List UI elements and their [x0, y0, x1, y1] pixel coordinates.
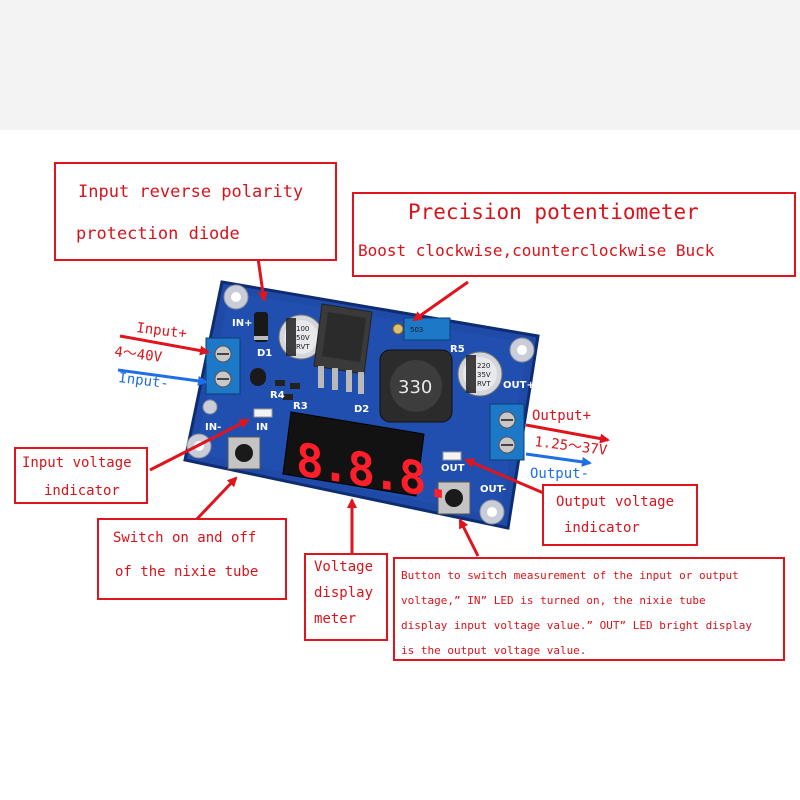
- inductor: 330: [379, 349, 453, 423]
- input-terminal-block: [205, 337, 241, 395]
- pot-text-1: 503: [410, 326, 423, 334]
- button-callout-line1: Button to switch measurement of the inpu…: [401, 569, 739, 582]
- pot-leader-arrow: [412, 280, 469, 322]
- protection-diode: [254, 312, 268, 342]
- potentiometer-callout: Precision potentiometer Boost clockwise,…: [352, 192, 796, 277]
- cap1-text-1: 100: [296, 325, 309, 333]
- diode-callout-line1: Input reverse polarity: [78, 182, 304, 202]
- in-led-leader-arrow: [149, 418, 250, 472]
- smd-resistor: [283, 394, 293, 400]
- input-plus-arrow: [119, 334, 210, 356]
- output-minus-arrow: [525, 452, 592, 467]
- precision-potentiometer: 503: [392, 317, 451, 341]
- in-led: [253, 408, 273, 418]
- display-power-switch: [227, 436, 261, 470]
- silk-out-minus: OUT-: [480, 484, 506, 495]
- meter-callout-line2: display: [314, 585, 374, 601]
- meter-callout-line3: meter: [314, 611, 357, 627]
- out-led-callout-line1: Output voltage: [556, 494, 675, 510]
- button-callout-line3: display input voltage value.” OUT” LED b…: [401, 619, 752, 632]
- diode-leader-arrow: [256, 257, 268, 302]
- in-led-callout-line2: indicator: [44, 483, 120, 499]
- switch-leader-arrow: [194, 476, 238, 522]
- button-leader-arrow: [458, 518, 480, 557]
- voltage-display: 8.8.8.: [282, 411, 450, 510]
- switch-callout-line2: of the nixie tube: [115, 564, 259, 580]
- measure-select-button: [437, 481, 471, 515]
- cap2-text-1: 220: [477, 362, 490, 370]
- smd-resistor: [275, 380, 285, 386]
- diode-callout: Input reverse polarity protection diode: [54, 162, 337, 261]
- output-plus-arrow: [525, 423, 610, 444]
- diode-ref-label: D1: [257, 348, 272, 359]
- output-led-callout: Output voltage indicator: [542, 484, 698, 546]
- diode-callout-line2: protection diode: [76, 224, 240, 244]
- r4-ref-label: R4: [270, 390, 285, 401]
- r3-ref-label: R3: [293, 401, 308, 412]
- top-shade: [0, 0, 800, 130]
- switch-callout: Switch on and off of the nixie tube: [97, 518, 287, 600]
- button-callout: Button to switch measurement of the inpu…: [393, 557, 785, 661]
- voltage-meter-callout: Voltage display meter: [304, 553, 388, 641]
- output-minus-label: Output-: [530, 466, 589, 482]
- out-led-callout-line2: indicator: [564, 520, 640, 536]
- input-capacitor: 100 50V RVT: [278, 314, 324, 360]
- output-capacitor: 220 35V RVT: [457, 351, 503, 397]
- silk-in-plus: IN+: [232, 318, 252, 329]
- out-led: [442, 451, 462, 461]
- button-callout-line2: voltage,” IN” LED is turned on, the nixi…: [401, 594, 706, 607]
- meter-callout-line1: Voltage: [314, 559, 374, 575]
- output-plus-label: Output+: [532, 408, 591, 424]
- switch-callout-line1: Switch on and off: [113, 530, 257, 546]
- r5-ref-label: R5: [450, 344, 465, 355]
- silk-out-led: OUT: [441, 463, 465, 474]
- in-led-callout-line1: Input voltage: [22, 455, 132, 471]
- pcb-board: [183, 280, 540, 530]
- cap1-text-2: 50V: [296, 334, 310, 342]
- pot-callout-line2: Boost clockwise,counterclockwise Buck: [358, 241, 715, 260]
- button-callout-line4: is the output voltage value.: [401, 644, 587, 657]
- input-plus-label: Input+: [136, 320, 188, 342]
- cap2-text-2: 35V: [477, 371, 491, 379]
- silk-out-plus: OUT+: [503, 380, 535, 391]
- smd-resistor: [290, 383, 300, 389]
- d2-ref-label: D2: [354, 404, 369, 415]
- transistor: [250, 368, 266, 386]
- input-led-callout: Input voltage indicator: [14, 447, 148, 504]
- inductor-label: 330: [398, 377, 432, 398]
- output-terminal-block: [489, 403, 525, 461]
- silk-in-led: IN: [256, 422, 268, 433]
- silk-in-minus: IN-: [205, 422, 221, 433]
- input-minus-label: Input-: [118, 370, 170, 392]
- regulator-ic: [313, 303, 373, 394]
- pot-screw-icon: [392, 323, 404, 335]
- cap2-text-3: RVT: [477, 380, 491, 388]
- pot-callout-line1: Precision potentiometer: [408, 200, 699, 224]
- cap1-text-3: RVT: [296, 343, 310, 351]
- input-minus-arrow: [117, 368, 208, 386]
- input-range-label: 4～40V: [114, 344, 164, 366]
